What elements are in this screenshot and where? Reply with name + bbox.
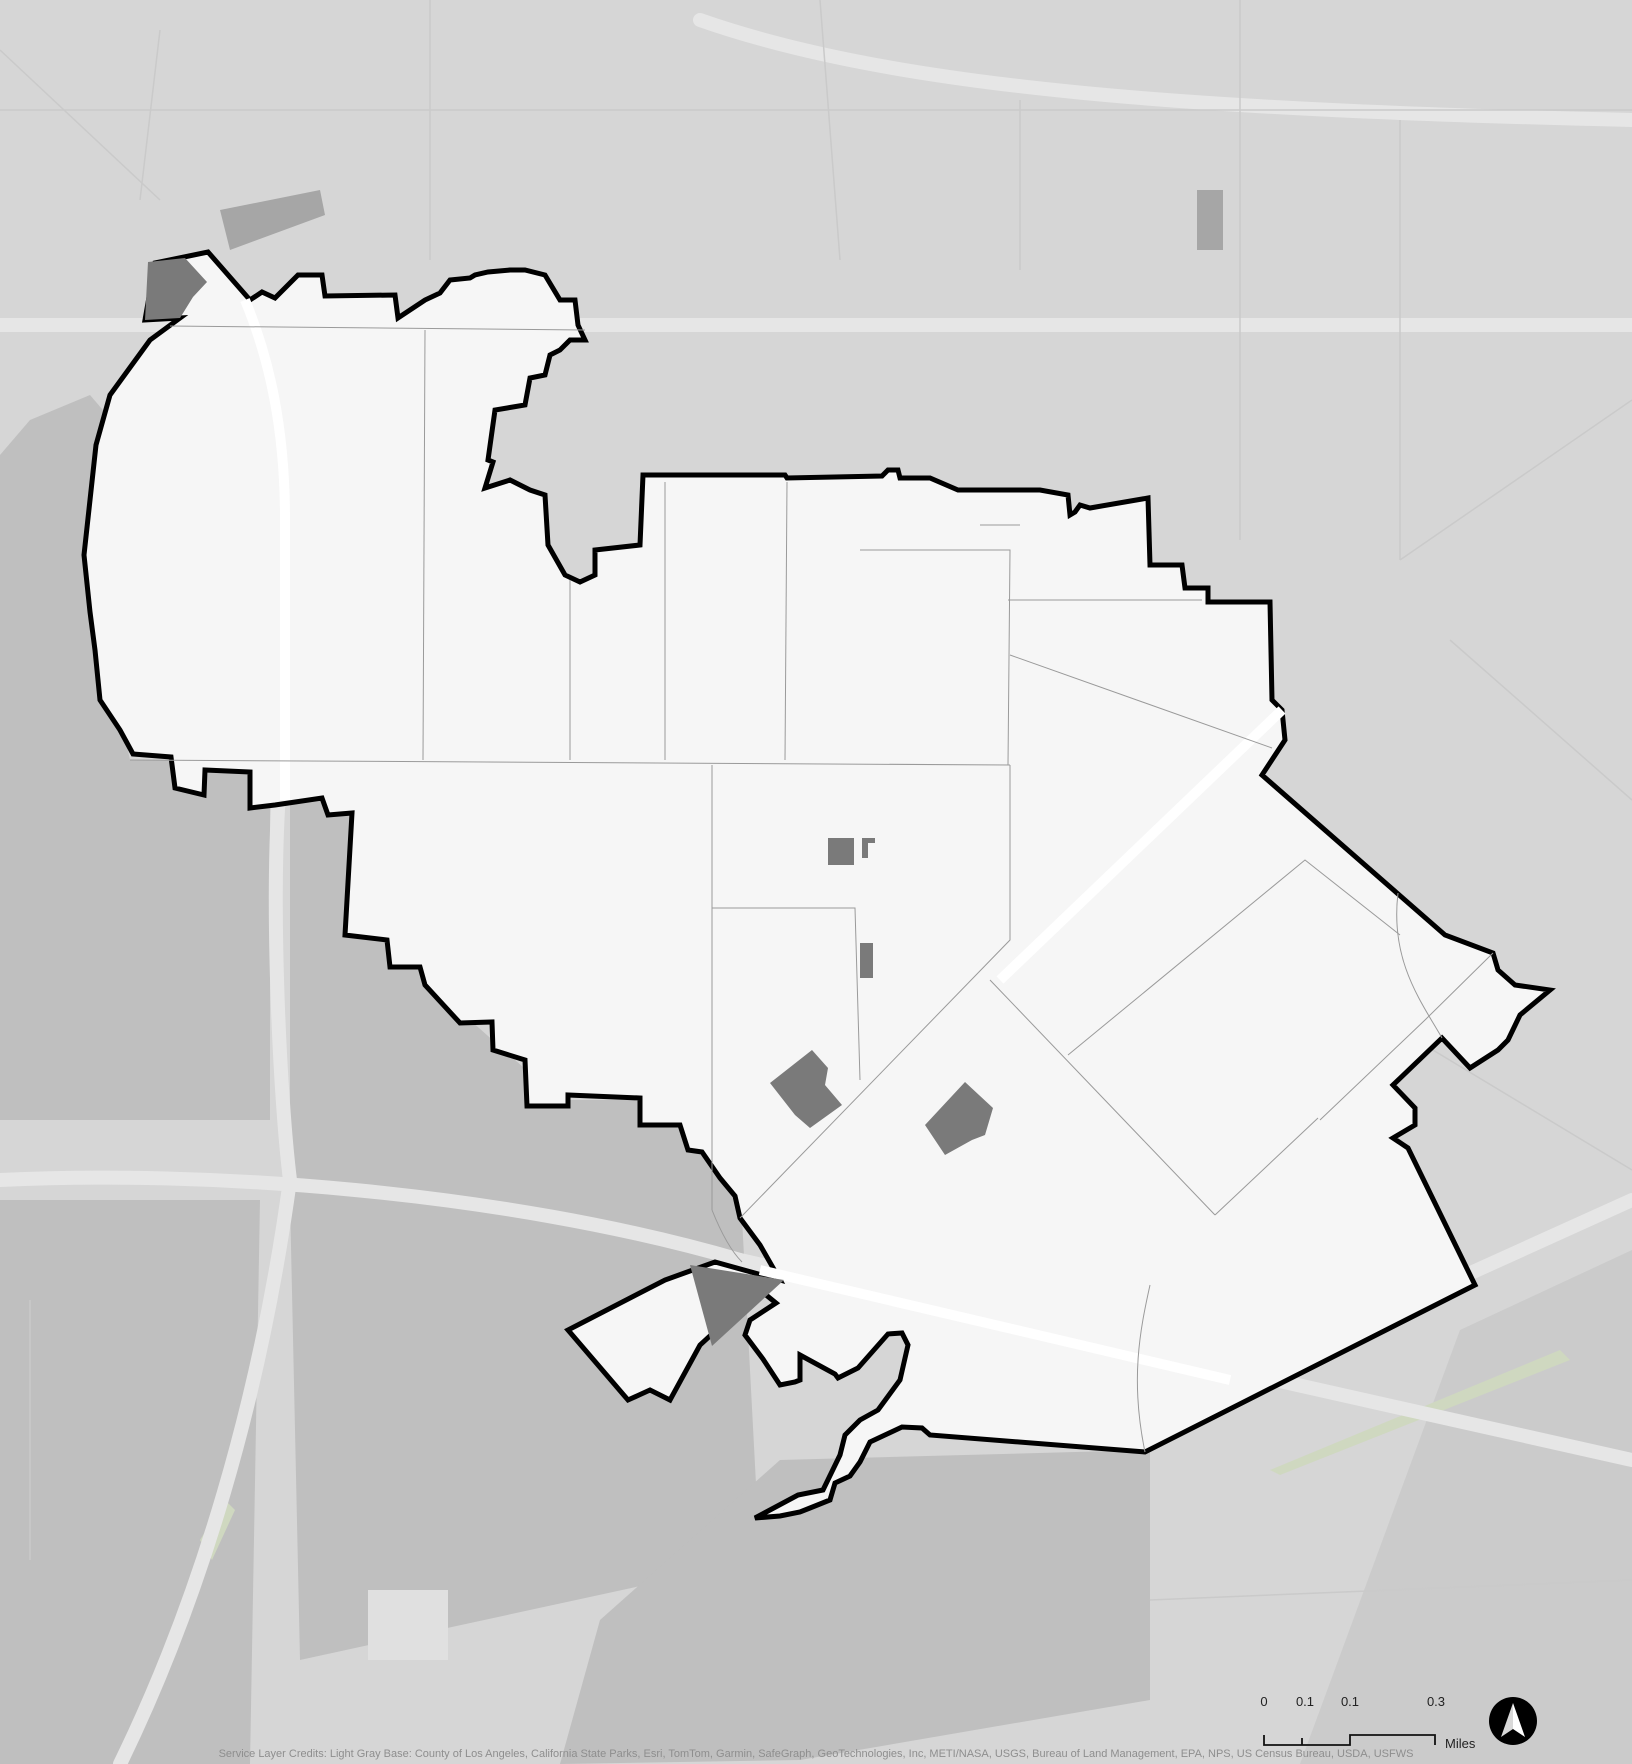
- internal-roads: [240, 298, 1286, 1385]
- highlighted-sites: [145, 258, 993, 1346]
- basemap-building: [1197, 190, 1223, 250]
- basemap-structure: [220, 190, 325, 250]
- basemap-parcel: [368, 1590, 448, 1660]
- dark-land-areas: [0, 395, 1632, 1764]
- scale-tick-0: 0: [1260, 1694, 1267, 1709]
- site-south: [690, 1265, 784, 1346]
- north-arrow-icon: [1489, 1697, 1537, 1745]
- scale-tick-1: 0.1: [1296, 1694, 1314, 1709]
- scale-tick-2: 0.1: [1341, 1694, 1359, 1709]
- scale-bar: 0 0.1 0.1 0.3 Miles: [1260, 1694, 1475, 1751]
- study-area-boundary[interactable]: [81, 249, 1556, 1521]
- scale-tick-3: 0.3: [1427, 1694, 1445, 1709]
- basemap-minor-roads: [0, 0, 1632, 1601]
- scale-unit-label: Miles: [1445, 1736, 1476, 1751]
- service-layer-credits: Service Layer Credits: Light Gray Base: …: [218, 1748, 1414, 1760]
- site-parcel: [860, 943, 873, 978]
- site-building: [925, 1082, 993, 1155]
- site-northwest: [145, 258, 207, 320]
- site-building: [770, 1050, 842, 1128]
- site-parcel-small: [862, 838, 875, 858]
- block-lines: [129, 325, 1494, 1453]
- site-parcel: [828, 838, 854, 865]
